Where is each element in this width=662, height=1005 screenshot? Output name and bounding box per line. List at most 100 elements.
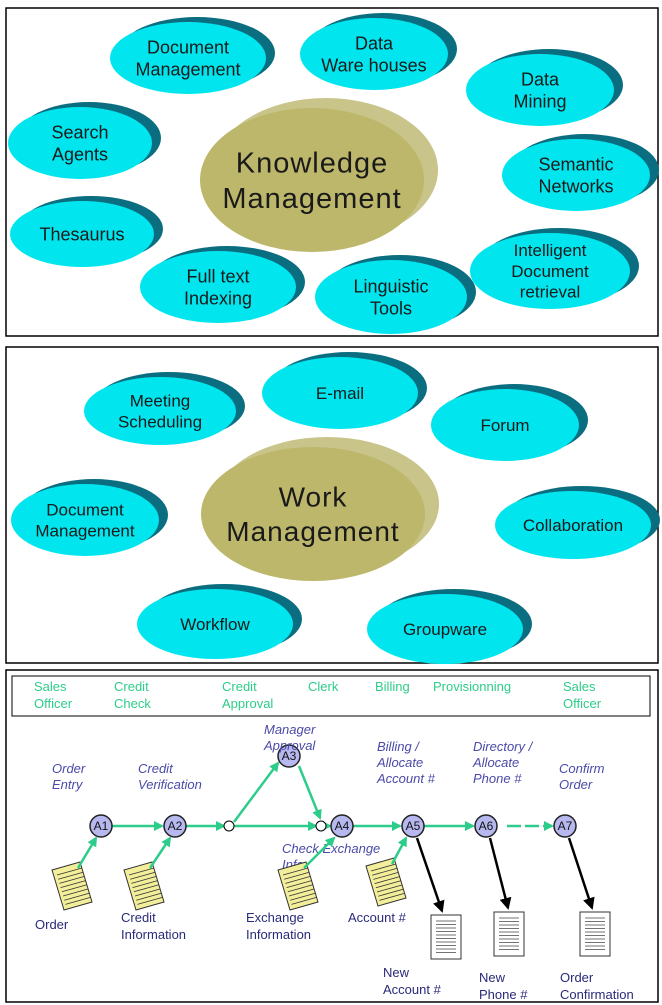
input-document-label-line: Account # [348,910,407,925]
activity-node-a3[interactable]: A3 [277,744,301,768]
document-line [64,892,90,901]
bubble-linguistic-tools-shape [315,260,467,334]
bubble-work-workflow[interactable]: Workflow [137,584,302,659]
document-line [374,876,400,884]
document-line [58,871,84,880]
output-document-label-line: Phone # [479,987,528,1002]
activity-node-a5[interactable]: A5 [401,814,425,838]
document-line [372,867,398,876]
role-label-line: Sales [563,679,596,694]
bubble-work-document-management-label-line: Management [35,521,135,540]
document-line [286,880,312,888]
output-document-label-line: New [479,970,506,985]
output-document-label-line: Order [560,970,594,985]
document-line [132,880,158,888]
bubble-intelligent-document-retrieval-label-line: retrieval [520,283,580,302]
input-arrow-order [76,836,98,869]
bubble-data-ware-houses-label-line: Data [355,33,394,53]
bubble-work-forum-shape [431,389,579,461]
activity-node-a1[interactable]: A1 [89,814,113,838]
document-line [59,876,85,884]
bubble-work-e-mail-shape [262,357,418,429]
activity-label-line: Order [52,761,86,776]
bubble-work-groupware-label: Groupware [403,620,487,639]
bubble-work-groupware-shape [367,594,523,664]
document-line [62,888,89,897]
bubble-work-e-mail[interactable]: E-mail [262,352,427,429]
input-document-3 [277,861,319,911]
activity-label-line: Verification [138,777,202,792]
document-line [284,871,310,880]
bubble-work-e-mail-label-line: E-mail [316,384,364,403]
bubble-full-text-indexing-label-line: Indexing [184,288,252,308]
bubble-work-collaboration-label-line: Collaboration [523,516,623,535]
document-line [137,897,163,905]
bubble-data-mining-label-line: Mining [513,91,566,111]
document-line [378,888,404,897]
role-label-line: Officer [34,696,73,711]
role-label: Provisionning [433,679,511,694]
activity-label-line: Entry [52,777,84,792]
bubble-full-text-indexing-label-line: Full text [186,266,249,286]
activity-node-a4[interactable]: A4 [330,814,354,838]
activity-node-a2[interactable]: A2 [163,814,187,838]
activity-node-id: A6 [479,819,494,833]
input-arrow-credit [148,836,172,869]
join-gateway [315,820,327,832]
output-arrow-confirmation [567,837,595,910]
document-line [376,884,403,893]
document-line [373,872,399,880]
activity-node-a7[interactable]: A7 [553,814,577,838]
document-line [291,897,317,905]
roles-header-box [11,675,651,717]
bubble-data-mining-shape [466,54,614,126]
activity-node-a6[interactable]: A6 [474,814,498,838]
workflow-panel-frame [5,669,659,1003]
activity-node-id: A7 [558,819,573,833]
document-line [130,871,156,880]
bubble-document-management-shape [110,22,266,94]
activity-label-line: Allocate [376,755,423,770]
document-line [290,892,316,901]
document-line [133,884,159,893]
activity-node-id: A4 [335,819,350,833]
input-document-label-line: Information [121,927,186,942]
activity-label-line: Account # [376,771,436,786]
bubble-intelligent-document-retrieval-shape [470,233,630,309]
activity-label-line: Billing / [377,739,420,754]
output-document-label-line: Confirmation [560,987,634,1002]
role-label-line: Billing [375,679,410,694]
input-document-2 [123,861,165,911]
document-line [379,893,405,901]
document-line [282,867,309,876]
bubble-work-groupware[interactable]: Groupware [367,589,532,664]
bubble-work-collaboration[interactable]: Collaboration [495,486,660,559]
work-management-center-label-line: Management [226,516,399,547]
document-line [134,888,161,897]
document-line [287,884,313,893]
bubble-work-meeting-scheduling-shape [84,377,236,445]
role-label-line: Credit [222,679,257,694]
bubble-work-forum[interactable]: Forum [431,384,588,461]
bubble-thesaurus[interactable]: Thesaurus [10,196,163,267]
activity-label-line: Confirm [559,761,605,776]
